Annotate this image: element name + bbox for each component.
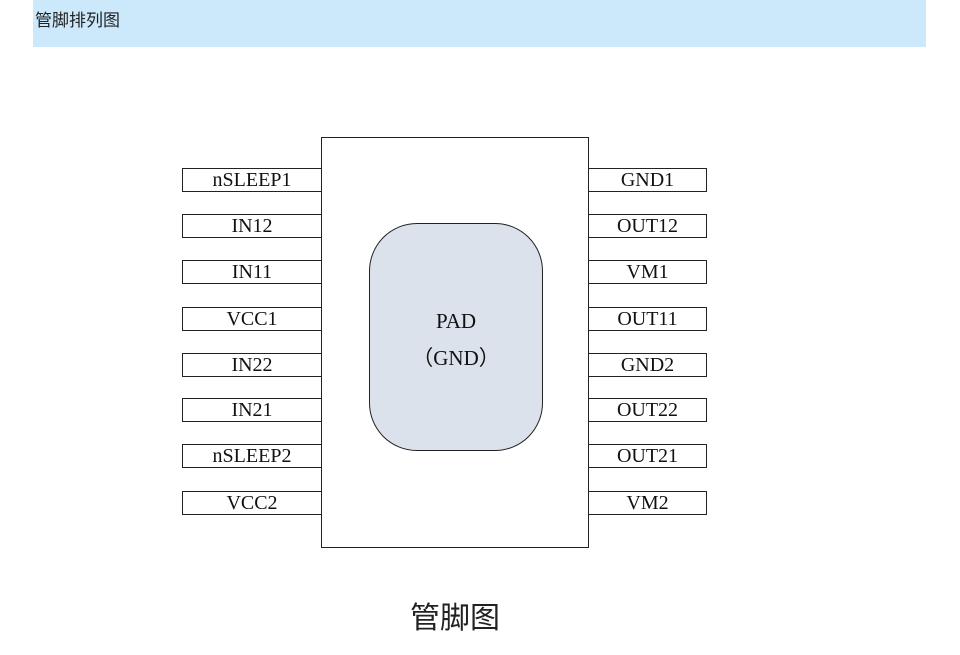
pin-right-8: VM2 [588,491,707,515]
pin-right-5: GND2 [588,353,707,377]
section-title: 管脚排列图 [35,11,120,31]
pin-left-6: IN21 [182,398,322,422]
pin-left-7: nSLEEP2 [182,444,322,468]
pin-left-8: VCC2 [182,491,322,515]
pad-sublabel: （GND） [412,346,500,370]
pin-right-2: OUT12 [588,214,707,238]
pin-right-7: OUT21 [588,444,707,468]
figure-caption: 管脚图 [410,601,500,636]
pin-left-4: VCC1 [182,307,322,331]
pin-right-6: OUT22 [588,398,707,422]
pin-left-5: IN22 [182,353,322,377]
pin-left-2: IN12 [182,214,322,238]
pin-right-1: GND1 [588,168,707,192]
pin-left-1: nSLEEP1 [182,168,322,192]
pad-label: PAD [435,309,477,333]
pin-left-3: IN11 [182,260,322,284]
exposed-pad [369,223,543,451]
pin-right-3: VM1 [588,260,707,284]
pin-right-4: OUT11 [588,307,707,331]
header-bar: 管脚排列图 [33,0,926,47]
